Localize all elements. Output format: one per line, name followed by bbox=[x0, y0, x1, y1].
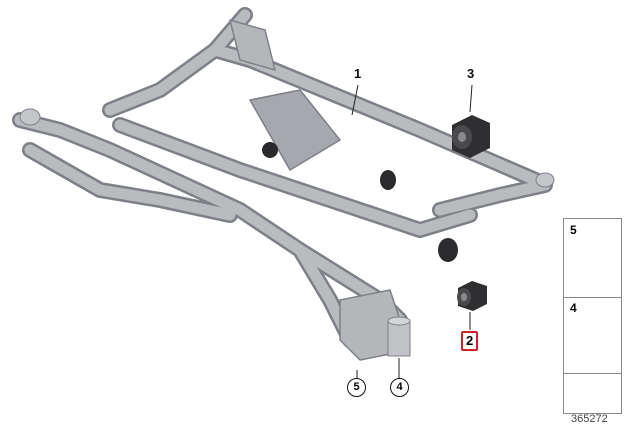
diagram-number: 365272 bbox=[571, 413, 608, 425]
callout-2-highlighted[interactable]: 2 bbox=[461, 331, 479, 351]
legend-num-5: 5 bbox=[570, 223, 577, 237]
rear-axle-subframe bbox=[12, 7, 555, 361]
fastener-legend-panel: 5 4 bbox=[563, 218, 622, 414]
callout-5[interactable]: 5 bbox=[347, 378, 366, 397]
bushing-part-3 bbox=[452, 115, 490, 158]
callout-4[interactable]: 4 bbox=[390, 378, 409, 397]
legend-row-4[interactable]: 4 bbox=[564, 297, 621, 374]
leader-lines bbox=[351, 84, 473, 378]
callout-3[interactable]: 3 bbox=[467, 66, 475, 81]
bushing-part-2 bbox=[457, 281, 487, 311]
callout-1[interactable]: 1 bbox=[354, 66, 362, 81]
legend-row-5[interactable]: 5 bbox=[564, 219, 621, 298]
legend-num-4: 4 bbox=[570, 301, 577, 315]
